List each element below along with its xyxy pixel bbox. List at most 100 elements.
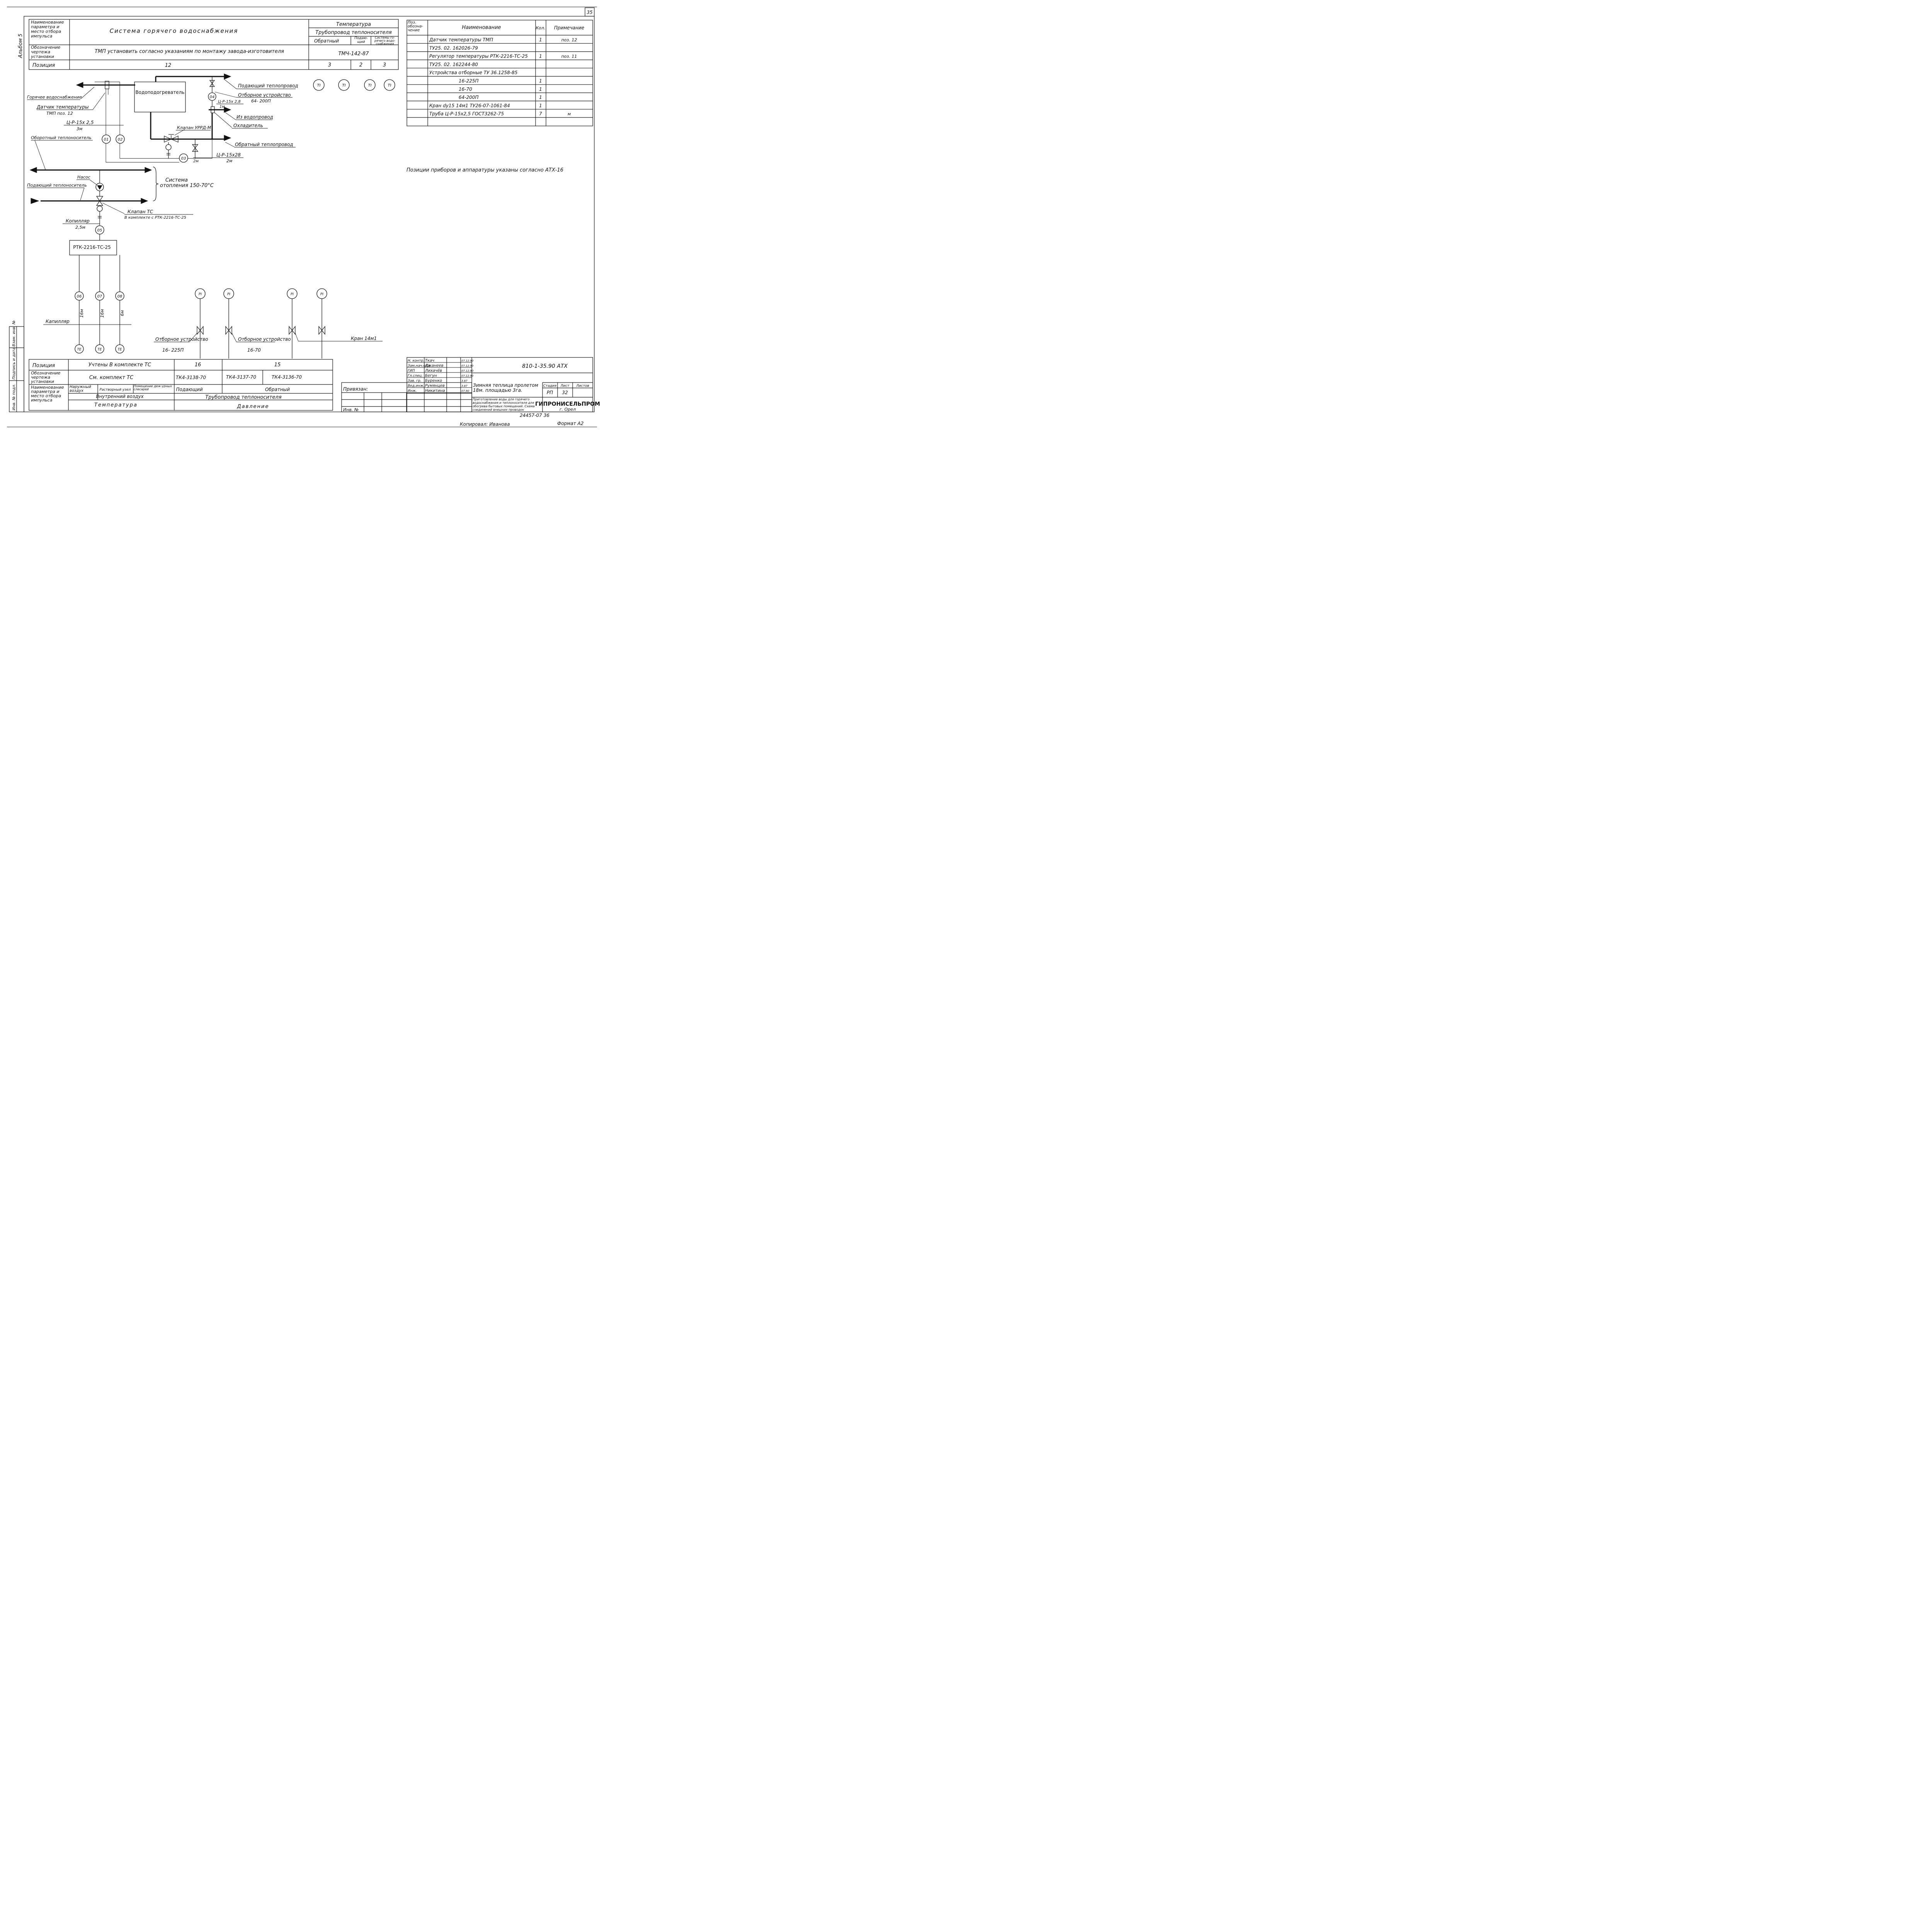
spec-row-name: 16-225П xyxy=(459,78,479,84)
top-table: Наименование параметра и место отбора им… xyxy=(29,19,399,70)
regulator-box xyxy=(69,240,117,255)
signature-date: 07.12.90 xyxy=(461,359,474,362)
spec-header-note: Примечание xyxy=(554,25,584,31)
te-instrument: TE xyxy=(115,344,124,354)
te-instrument: TE xyxy=(95,344,104,354)
svg-text:TE: TE xyxy=(77,348,81,352)
signature-name: Буренко xyxy=(425,379,442,383)
svg-text:05: 05 xyxy=(97,228,102,233)
spec-row-name: ТУ25. 02. 162244-80 xyxy=(429,62,478,67)
page-number: 35 xyxy=(587,10,592,15)
ti-instrument: TI xyxy=(364,79,376,91)
tk1-label: ТК4-3138-70 xyxy=(176,375,206,380)
bottom-temperature-label: Температура xyxy=(94,402,138,408)
valve-return xyxy=(192,144,199,152)
svg-text:03: 03 xyxy=(181,156,186,161)
signature-role: Зам.нач.отд. xyxy=(408,364,431,368)
company-name: ГИПРОНИСЕЛЬПРОМ xyxy=(535,401,600,407)
pipe-2m-len-b: 2м xyxy=(193,159,199,163)
bottom-pipeline-label: Трубопровод теплоносителя xyxy=(205,395,282,400)
sheet-frame: 35 Альбом 5 xyxy=(7,7,597,427)
capillary2-label: Капилляр xyxy=(46,319,70,324)
spec-row-name: Регулятор температуры РТК-2216-ТС-25 xyxy=(429,54,528,59)
pipeline-header: Трубопровод теплоносителя xyxy=(315,30,392,36)
signature-role: Н. контр. xyxy=(408,359,424,363)
stamp-signature: Подпись и дата xyxy=(12,347,16,379)
bottom-param-label: Наименование параметра и место отбора им… xyxy=(31,385,64,403)
tag-01 xyxy=(102,134,111,144)
pipe-2m-label: Ц-Р-15х28 xyxy=(216,152,241,158)
bottom-designation-label: Обозначение чертежа установки xyxy=(31,371,61,384)
pipe-04-label: Ц-Р-15х 2,8 xyxy=(218,100,241,104)
len-07: 16м xyxy=(100,309,105,318)
designation-code: ТМЧ-142-87 xyxy=(338,51,369,57)
spec-row: Устройства отборные ТУ 36.1258-85 xyxy=(407,68,593,75)
stamp-inv: Инв. № подл. xyxy=(12,384,16,410)
spec-row-name: Устройства отборные ТУ 36.1258-85 xyxy=(429,70,517,75)
drawing-code: 810-1-35.90 АТХ xyxy=(522,363,568,369)
signature-name: Бегун xyxy=(425,374,437,378)
supply-pipe-label: Подающий теплопровод xyxy=(238,83,298,88)
tag-02 xyxy=(116,134,125,144)
bottom-supply-label: Подающий xyxy=(176,387,202,392)
heating-system-temp: отопления 150-70°С xyxy=(160,183,214,189)
signature-role: Вед.инж. xyxy=(408,384,425,388)
spec-row-qty: 7 xyxy=(539,111,542,117)
svg-text:PI: PI xyxy=(291,293,294,296)
project-name: Зимняя теплица пролетом 18м. площадью 3г… xyxy=(473,383,538,393)
signature-name: Румянцев xyxy=(425,384,445,388)
copied-by: Копировал: Иванова xyxy=(460,422,510,427)
accounted-label: Учтены В комплекте ТС xyxy=(88,362,151,368)
top-position-label: Позиция xyxy=(32,63,55,68)
signature-name: Ткач xyxy=(425,359,434,363)
valve-pi-3 xyxy=(289,326,296,335)
svg-text:PI: PI xyxy=(199,293,202,296)
pi-instrument: PI xyxy=(195,288,206,299)
ti-instrument: TI xyxy=(338,79,350,91)
signature-name: Джанеев xyxy=(425,364,444,368)
spec-row: ТУ25. 02. 162026-79 xyxy=(407,43,593,51)
valve-tc-label: Клапан ТС xyxy=(128,209,153,214)
spec-row-name: 64-200П xyxy=(459,95,479,100)
locksmith-label: Помещение деж-урных слесарей xyxy=(134,385,172,391)
signature-row: Н. контр.Ткач 07.12.90 xyxy=(408,359,474,363)
archive-number: 24457-07 36 xyxy=(520,413,549,418)
te-instrument: TE xyxy=(75,344,84,354)
sheet-label: Лист xyxy=(560,384,570,388)
cooler-label: Охладитель xyxy=(233,123,263,128)
svg-text:PI: PI xyxy=(227,293,230,296)
heater-label: Водоподогреватель xyxy=(136,90,185,95)
indoor-air-label: Внутренний воздух xyxy=(96,394,144,399)
supply-header: Подаю-щий xyxy=(354,36,368,44)
pump-label: Насос xyxy=(77,175,90,180)
signature-date: 07.12.90 xyxy=(461,364,474,367)
svg-text:TI: TI xyxy=(317,83,320,88)
bottom-pos-15: 15 xyxy=(274,362,281,368)
stamp-replace: Взам. инв. № xyxy=(12,320,16,347)
top-designation-label: Обозначение чертежа установки xyxy=(31,45,61,59)
ti-instrument: TI xyxy=(384,79,395,91)
stage-label: Стадия xyxy=(543,384,557,388)
heating-system-label: Система xyxy=(165,177,188,183)
pi-instrument: PI xyxy=(316,288,327,299)
top-position-3b: 3 xyxy=(383,62,386,68)
temperature-header: Температура xyxy=(336,22,371,27)
spec-header-name: Наименование xyxy=(462,25,501,31)
capillary-len: 2,5м xyxy=(75,225,85,230)
spec-header-pos: Поз. обозна-чение xyxy=(408,21,423,32)
bottom-position-label: Позиция xyxy=(32,363,55,369)
spec-row-note: поз. 12 xyxy=(561,37,577,43)
sampling-device-code: 64- 200П xyxy=(251,99,271,104)
spec-row-name: 16-70 xyxy=(459,87,472,92)
svg-text:06: 06 xyxy=(77,294,82,299)
return-pipe-label: Обратный теплопровод xyxy=(235,142,293,147)
top-position-3a: 3 xyxy=(328,62,331,68)
